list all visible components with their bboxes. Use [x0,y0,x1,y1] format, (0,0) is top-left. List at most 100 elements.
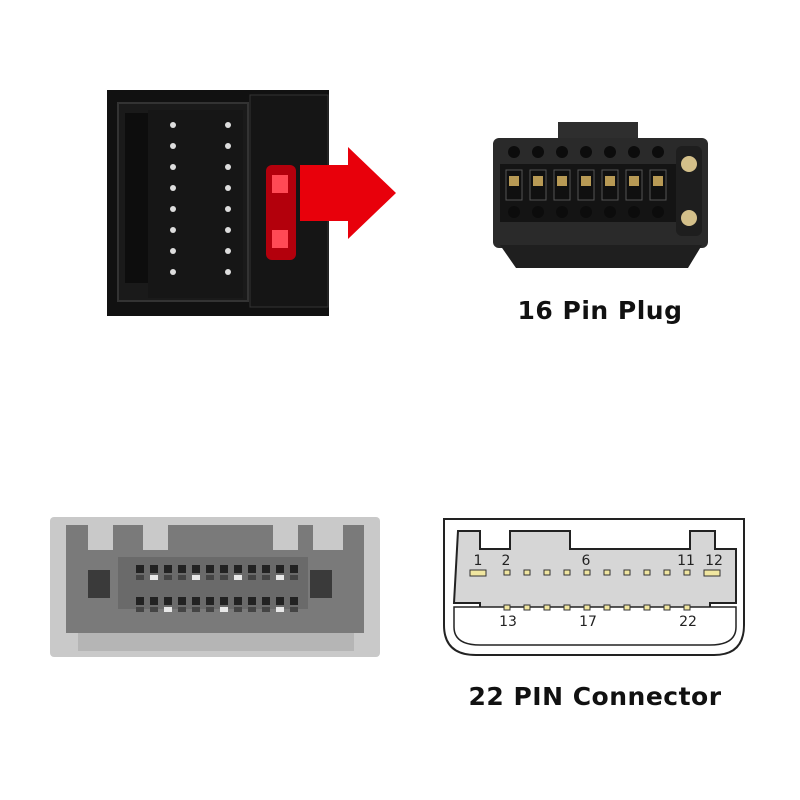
connector-pin [276,607,284,612]
diagram-pin [563,604,571,611]
socket-pin [225,185,231,191]
diagram-pin [623,604,631,611]
connector-22-photo [50,517,380,657]
connector-pin [192,607,200,612]
diagram-pin [543,604,551,611]
plug-pin-contact [581,176,591,186]
plug-pin-contact [533,176,543,186]
connector-pin [136,565,144,573]
socket-pin [170,206,176,212]
socket-pin [170,227,176,233]
socket-pin [170,143,176,149]
diagram-pin [683,604,691,611]
diagram-pin [683,569,691,576]
diagram-pin [623,569,631,576]
connector-pin [178,575,186,580]
socket-pin [225,122,231,128]
pin-label-12: 12 [705,553,723,569]
socket-pin [225,227,231,233]
connector-pin [206,565,214,573]
connector-pin [164,575,172,580]
connector-pin [220,575,228,580]
diagram-pin [643,604,651,611]
connector-pin [136,597,144,605]
plug-pin-hole [532,146,544,158]
plug-pin-hole [580,146,592,158]
plug-pin-hole [532,206,544,218]
socket-pins [170,122,231,275]
diagram-pin [523,604,531,611]
plug-pin-cells [505,146,697,226]
socket-pin [225,248,231,254]
connector-pin [178,607,186,612]
socket-pin [170,185,176,191]
connector-pin [150,607,158,612]
connector-22-diagram: 1 2 6 11 12 13 17 22 [443,518,745,656]
pin-label-1: 1 [474,553,483,569]
connector-pin [150,597,158,605]
plug-pin-hole [652,146,664,158]
plug-pin-hole [681,156,697,172]
diagram-pin [503,569,511,576]
arrow-right-icon [300,147,396,239]
diagram-pin [583,604,591,611]
connector-pin [290,607,298,612]
connector-pin [248,597,256,605]
diagram-pin [663,569,671,576]
connector-pin [178,597,186,605]
diagram-pin [469,569,487,577]
connector-pin [164,565,172,573]
plug-pin-hole [556,146,568,158]
connector-pin [234,607,242,612]
connector-pin [276,597,284,605]
connector-pin [164,607,172,612]
connector-pin [290,597,298,605]
connector-pin [136,575,144,580]
socket-pin [225,206,231,212]
diagram-pins [469,569,721,611]
connector-pin [262,565,270,573]
diagram-pin [603,569,611,576]
connector-pin [262,597,270,605]
plug-pin-hole [681,210,697,226]
diagram-pin [583,569,591,576]
connector-pin [248,565,256,573]
socket-pin [170,269,176,275]
connector-pin [164,597,172,605]
plug-pin-hole [508,146,520,158]
connector-pin [150,575,158,580]
connector-pin [192,575,200,580]
connector-22-caption: 22 PIN Connector [468,682,722,711]
plug-pin-contact [629,176,639,186]
plug-pin-hole [652,206,664,218]
diagram-pin [523,569,531,576]
connector-pin [220,597,228,605]
connector-pin [248,607,256,612]
plug-pin-contact [605,176,615,186]
plug-16-photo [493,122,708,268]
pin-label-6: 6 [582,553,591,569]
plug-pin-contact [509,176,519,186]
connector-22-pins [136,565,298,612]
connector-pin [136,607,144,612]
diagram-pin [603,604,611,611]
socket-pin [225,164,231,170]
connector-pin [262,607,270,612]
socket-pin [170,248,176,254]
diagram-pin [543,569,551,576]
connector-pin [150,565,158,573]
plug-pin-hole [604,146,616,158]
plug-pin-hole [556,206,568,218]
connector-pin [206,575,214,580]
socket-pin [225,143,231,149]
connector-pin [276,575,284,580]
connector-pin [192,565,200,573]
plug-pin-hole [628,146,640,158]
connector-pin [178,565,186,573]
connector-pin [290,565,298,573]
plug-pin-hole [580,206,592,218]
pin-label-2: 2 [502,553,511,569]
plug-pin-contact [557,176,567,186]
pin-label-22: 22 [679,614,697,630]
plug-pin-hole [604,206,616,218]
